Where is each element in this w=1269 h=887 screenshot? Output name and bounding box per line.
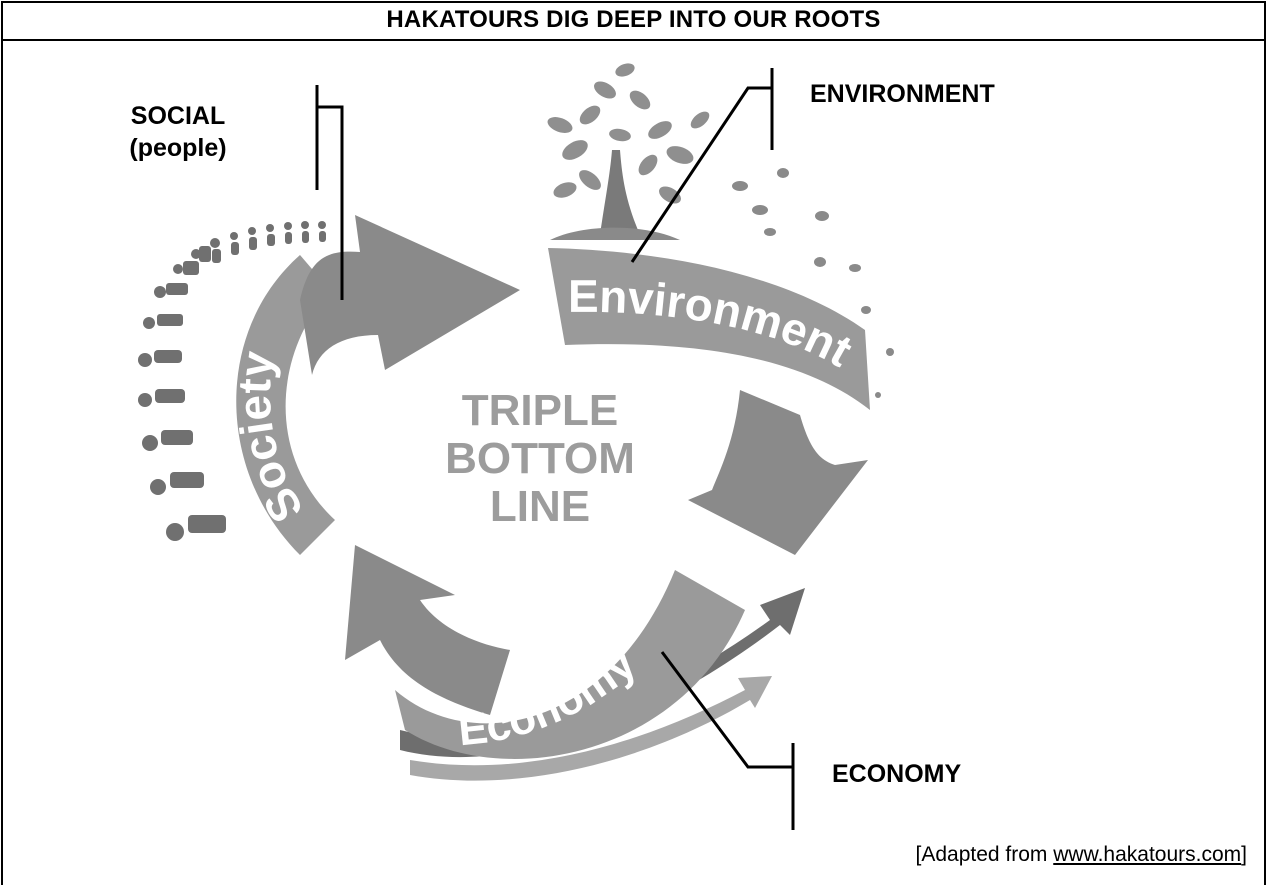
society-arrow <box>300 215 520 375</box>
social-label: SOCIAL (people) <box>108 100 248 164</box>
source-caption: [Adapted from www.hakatours.com] <box>916 843 1248 867</box>
center-line-1: TRIPLE <box>462 386 618 435</box>
economy-leader-line <box>660 651 795 830</box>
source-link[interactable]: www.hakatours.com <box>1053 843 1242 866</box>
falling-leaves <box>732 168 894 398</box>
growth-arrow-light <box>410 676 772 781</box>
person-icon <box>150 472 204 495</box>
person-icon <box>191 246 211 262</box>
social-leader-line <box>315 85 344 300</box>
title-bar: HAKATOURS DIG DEEP INTO OUR ROOTS <box>1 1 1266 41</box>
environment-leader-line <box>630 68 774 263</box>
person-icon <box>266 224 275 246</box>
person-icon <box>138 350 182 367</box>
center-text: TRIPLE BOTTOM LINE <box>445 386 635 531</box>
tree-icon <box>547 63 710 240</box>
environment-arrow <box>688 390 868 555</box>
person-icon <box>138 389 185 407</box>
environment-ribbon <box>548 248 870 410</box>
economy-ribbon <box>395 570 745 759</box>
economy-label: ECONOMY <box>832 760 962 788</box>
person-icon <box>154 283 188 298</box>
figure-title: HAKATOURS DIG DEEP INTO OUR ROOTS <box>386 6 881 33</box>
center-line-2: BOTTOM <box>445 434 635 483</box>
person-icon <box>210 238 221 263</box>
caption-suffix: ] <box>1241 843 1247 866</box>
person-icon <box>166 515 226 541</box>
social-label-subtitle: (people) <box>129 134 227 162</box>
center-line-3: LINE <box>490 482 590 531</box>
economy-arrow <box>345 545 510 715</box>
person-icon <box>173 261 199 275</box>
social-label-title: SOCIAL <box>130 102 226 130</box>
person-icon <box>248 227 257 250</box>
environment-label: ENVIRONMENT <box>810 80 995 108</box>
person-icon <box>301 221 309 243</box>
society-ribbon <box>236 255 335 555</box>
leader-lines <box>315 68 795 830</box>
person-icon <box>318 221 326 242</box>
caption-prefix: [Adapted from <box>915 843 1054 866</box>
person-icon <box>142 430 193 451</box>
people-icons <box>138 221 326 541</box>
person-icon <box>284 222 292 244</box>
person-icon <box>143 314 183 329</box>
person-icon <box>230 232 239 255</box>
